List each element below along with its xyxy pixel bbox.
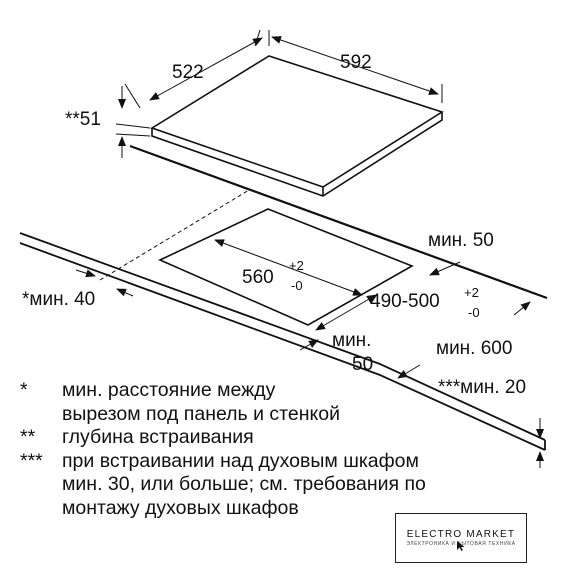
wall-projection-line <box>99 189 250 281</box>
width-label: 592 <box>340 52 372 73</box>
footnote-mark: ** <box>20 426 36 448</box>
min-side-label: мин. 50 <box>428 230 494 251</box>
cutout-depth-label: 490-500 <box>370 291 440 312</box>
footnote-3: *** при встраивании над духовым шкафом м… <box>20 450 560 521</box>
footnote-2: ** глубина встраивания <box>20 426 560 450</box>
footnotes: * мин. расстояние между вырезом под пане… <box>20 379 560 520</box>
worktop <box>19 144 548 451</box>
cursor-arrow-icon <box>457 541 465 551</box>
footnote-mark: *** <box>20 449 43 472</box>
logo-title: ELECTRO MARKET <box>406 529 516 540</box>
footnote-line: мин. расстояние между <box>62 379 276 401</box>
cutout-depth-tol-minus: -0 <box>468 305 480 320</box>
depth-label: 522 <box>172 62 204 83</box>
min-worktop-label: мин. 600 <box>436 338 512 359</box>
footnote-mark: * <box>20 379 28 401</box>
thickness-label: **51 <box>65 109 101 130</box>
min-front-label-1: мин. <box>332 330 371 351</box>
electro-market-logo: ELECTRO MARKET ЭЛЕКТРОНИКА И БЫТОВАЯ ТЕХ… <box>395 513 527 563</box>
cutout-depth-tol-plus: +2 <box>464 285 479 300</box>
dimension-lines <box>75 29 544 468</box>
min-clearance-label: ***мин. 20 <box>438 377 526 398</box>
footnote-line: вырезом под панель и стенкой <box>62 402 340 425</box>
footnote-1: * мин. расстояние между вырезом под пане… <box>20 379 560 426</box>
footnote-line: монтажу духовых шкафов <box>62 496 299 519</box>
footnote-line: глубина встраивания <box>62 426 254 448</box>
dimension-labels: 592 522 **51 560 +2 -0 490-500 +2 -0 мин… <box>22 52 526 398</box>
cutout-width-tol-plus: +2 <box>289 258 304 273</box>
cutout-width-tol-minus: -0 <box>291 278 303 293</box>
min-wall-label: *мин. 40 <box>22 289 95 310</box>
cutout-width-label: 560 <box>242 267 274 288</box>
footnote-line: мин. 30, или больше; см. требования по <box>62 473 426 495</box>
footnote-line: при встраивании над духовым шкафом <box>62 449 419 472</box>
min-front-label-2: 50 <box>352 354 373 375</box>
